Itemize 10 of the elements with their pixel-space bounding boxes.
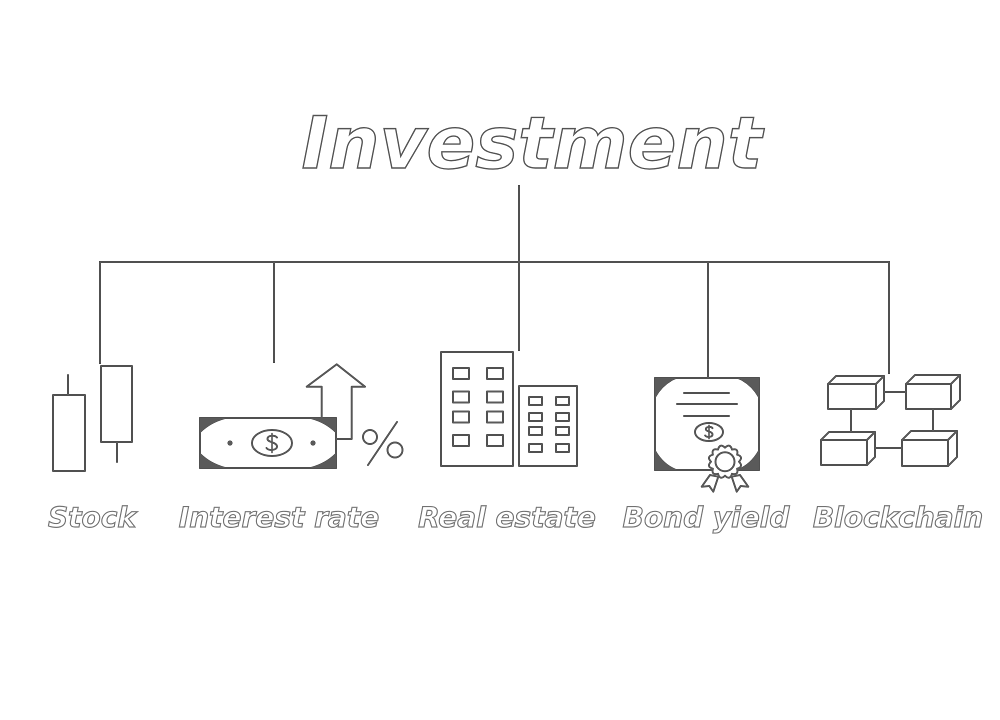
banknote-arrow-icon: [198, 363, 405, 470]
linked-cubes-icon: [819, 374, 962, 468]
certificate-icon: [654, 377, 760, 494]
caption-text: Interest rate: [178, 501, 380, 535]
buildings-icon: [440, 351, 578, 467]
candlestick-chart-icon: [51, 364, 135, 473]
caption-text: Real estate: [418, 501, 596, 535]
caption-text: Blockchain: [812, 501, 984, 535]
connector-line: [518, 185, 890, 374]
caption-text: Bond yield: [622, 501, 790, 535]
